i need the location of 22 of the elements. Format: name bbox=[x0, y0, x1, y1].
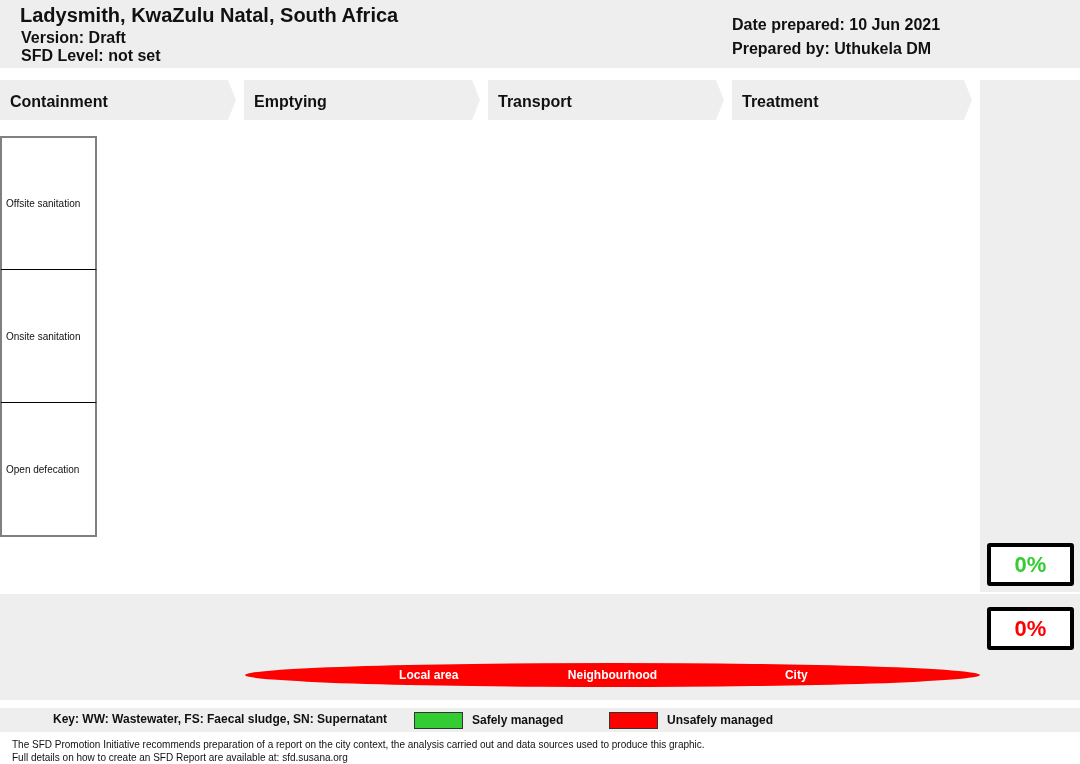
scale-label: Local area bbox=[399, 668, 459, 682]
level-text: SFD Level: not set bbox=[21, 47, 161, 65]
legend-label: Unsafely managed bbox=[667, 713, 774, 728]
stage-header-band: Treatment bbox=[732, 80, 972, 120]
legend-label: Safely managed bbox=[472, 713, 564, 728]
stage-header-band: Containment bbox=[0, 80, 236, 120]
stage-header-band: Emptying bbox=[244, 80, 480, 120]
percentage-box: 0% bbox=[987, 607, 1074, 650]
scale-label: Neighbourhood bbox=[567, 668, 658, 682]
stage-header-band: Transport bbox=[488, 80, 724, 120]
footnote-text: Full details on how to create an SFD Report are available at: sfd.susana.org bbox=[12, 752, 348, 764]
system-box: Onsite sanitation bbox=[0, 270, 97, 403]
footnote-text: The SFD Promotion Initiative recommends preparation of a report on the city context, the analysis carried out and data sources used to produce this graphic. bbox=[12, 739, 705, 751]
version-text: Version: Draft bbox=[21, 29, 126, 47]
system-box: Offsite sanitation bbox=[0, 136, 97, 270]
system-box: Open defecation bbox=[0, 403, 97, 537]
date-text: Date prepared: 10 Jun 2021 bbox=[732, 16, 941, 34]
percentage-box: 0% bbox=[987, 543, 1074, 586]
scale-label: City bbox=[784, 668, 808, 682]
author-text: Prepared by: Uthukela DM bbox=[732, 40, 932, 58]
key-text: Key: WW: Wastewater, FS: Faecal sludge, SN: Supernatant bbox=[53, 712, 388, 727]
page-title: Ladysmith, KwaZulu Natal, South Africa bbox=[20, 4, 399, 27]
